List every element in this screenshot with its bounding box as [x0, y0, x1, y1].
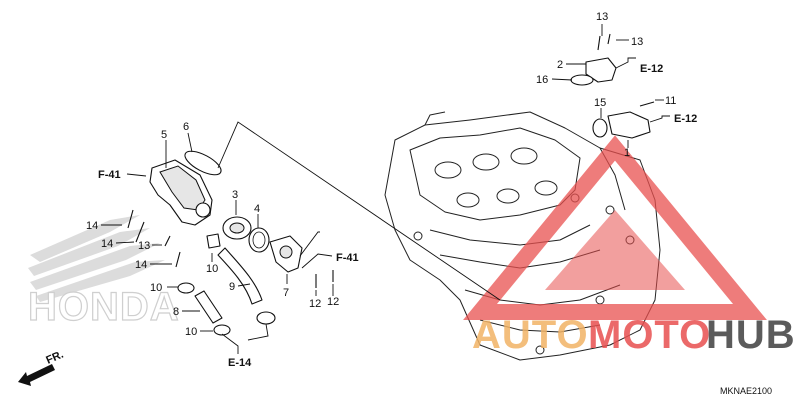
reference-labels: E-12 E-12 F-41 F-41 E-14: [98, 63, 697, 369]
water-outlet-7: [269, 235, 303, 273]
callout-12: 12: [309, 298, 321, 310]
watermark-auto: AUTO: [472, 313, 589, 357]
o-ring-4: [248, 227, 270, 253]
callout-1: 1: [624, 147, 630, 159]
reference-f41-right: F-41: [336, 252, 359, 264]
callout-11: 11: [665, 95, 676, 107]
front-direction-arrow: FR.: [18, 349, 65, 386]
thermostat-3: [222, 216, 252, 240]
cylinder-head-assembly: [384, 111, 661, 361]
bolt-11: [639, 101, 655, 107]
callout-10: 10: [185, 326, 197, 338]
callout-15: 15: [594, 97, 606, 109]
callout-6: 6: [183, 121, 189, 133]
callout-2: 2: [557, 59, 563, 71]
callout-5: 5: [161, 129, 167, 141]
callout-16: 16: [536, 74, 548, 86]
watermark-moto: MOTO: [588, 313, 711, 357]
honda-wing-watermark: [28, 215, 165, 302]
callout-13: 13: [138, 240, 150, 252]
honda-watermark-text: HONDA: [28, 285, 180, 329]
callout-3: 3: [232, 189, 238, 201]
hose-9: [217, 247, 263, 305]
callout-8: 8: [173, 306, 179, 318]
o-ring-6: [184, 150, 222, 176]
callout-12: 12: [327, 296, 339, 308]
callout-14: 14: [135, 259, 147, 271]
reference-e14: E-14: [228, 357, 252, 369]
callout-13: 13: [596, 11, 608, 23]
automotohub-watermark: AUTO MOTO HUB: [463, 135, 796, 357]
bolts-12: [315, 270, 334, 288]
callout-10: 10: [206, 263, 218, 275]
o-ring-16: [570, 74, 594, 86]
callout-10: 10: [150, 282, 162, 294]
watermark-hub: HUB: [706, 313, 796, 357]
bolts-13-upper: [597, 33, 611, 51]
callout-14: 14: [101, 238, 113, 250]
leader-lines: [101, 24, 670, 354]
callout-4: 4: [254, 203, 260, 215]
callout-7: 7: [283, 287, 289, 299]
hose-clamp-10: [177, 233, 276, 336]
callout-labels: 13 13 2 16 15 11 1 5 6 3 4 14 14 13 14 1…: [86, 11, 676, 338]
diagram-code: MKNAE2100: [720, 386, 772, 396]
o-ring-15: [592, 118, 608, 138]
reference-e12-lower: E-12: [674, 113, 697, 125]
thermostat-housing-5: [149, 159, 213, 226]
callout-9: 9: [229, 281, 235, 293]
water-joint-1: [607, 111, 651, 139]
reference-e12-upper: E-12: [640, 63, 663, 75]
callout-13: 13: [631, 36, 643, 48]
front-direction-label: FR.: [44, 349, 65, 367]
callout-14: 14: [86, 220, 98, 232]
bolts-14: [127, 209, 181, 268]
hose-8: [194, 290, 223, 324]
water-joint-2: [585, 57, 617, 83]
reference-f41-left: F-41: [98, 169, 121, 181]
